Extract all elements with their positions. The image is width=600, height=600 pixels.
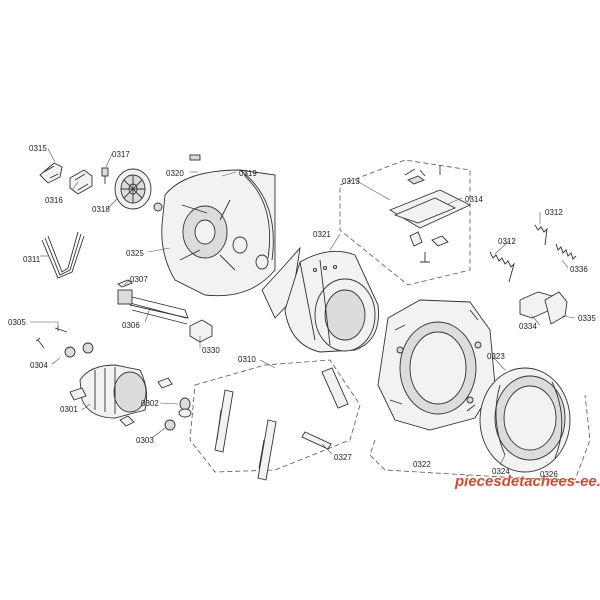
label-0306: 0306: [122, 321, 140, 330]
label-0325: 0325: [126, 249, 144, 258]
label-0313: 0313: [342, 177, 360, 186]
label-0314: 0314: [465, 195, 483, 204]
drum-0321-part: [261, 246, 379, 353]
label-0312-left: 0312: [498, 237, 516, 246]
label-0301: 0301: [60, 405, 78, 414]
outline-group-0322: [369, 394, 591, 481]
rear-tub-0319-part: [153, 154, 276, 297]
watermark-text: piecesdetachees-ee.com: [454, 473, 600, 490]
label-0316: 0316: [45, 196, 63, 205]
label-0336: 0336: [570, 265, 588, 274]
pulley-0318-part: [114, 168, 152, 210]
motor-0301-part: [64, 342, 173, 427]
screw-0317-part: [101, 167, 109, 184]
outline-group-0313: [339, 159, 471, 286]
leader-lines: [30, 148, 576, 466]
springs-0312-0336-part: [489, 224, 577, 283]
bracket-0330-part: [189, 319, 213, 343]
label-0335: 0335: [578, 314, 596, 323]
label-0311: 0311: [23, 255, 41, 264]
group-outlines: [189, 159, 591, 481]
sensor-0307-part: [117, 279, 133, 288]
top-assembly-0314-part: [388, 165, 472, 263]
label-0315: 0315: [29, 144, 47, 153]
label-0302: 0302: [141, 399, 159, 408]
label-0324: 0324: [492, 467, 510, 476]
label-0303: 0303: [136, 436, 154, 445]
front-tub-0322-part: [377, 299, 496, 431]
parts-0334-0335-part: [519, 291, 568, 325]
label-0321: 0321: [313, 230, 331, 239]
label-0319: 0319: [239, 169, 257, 178]
shock-absorbers-0310-part: [214, 367, 349, 481]
bracket-0315-part: [39, 162, 63, 184]
label-0317: 0317: [112, 150, 130, 159]
label-0323: 0323: [487, 352, 505, 361]
door-seal-0323-part: [479, 367, 571, 473]
label-0322: 0322: [413, 460, 431, 469]
belt-0311-part: [41, 231, 85, 279]
label-0330: 0330: [202, 346, 220, 355]
outline-group-0310: [189, 359, 361, 473]
label-0305: 0305: [8, 318, 26, 327]
heater-0306-part: [117, 289, 189, 325]
motor-parts-0302-0303-part: [164, 397, 192, 431]
label-0327: 0327: [334, 453, 352, 462]
label-0307: 0307: [130, 275, 148, 284]
screws-0305-0304-part: [35, 326, 68, 349]
clamp-0316-part: [69, 169, 93, 195]
label-0320: 0320: [166, 169, 184, 178]
label-0310: 0310: [238, 355, 256, 364]
label-0334: 0334: [519, 322, 537, 331]
label-0318: 0318: [92, 205, 110, 214]
part-labels: 0315 0316 0317 0318 0320 0319 0313 0314 …: [8, 144, 596, 479]
label-0304: 0304: [30, 361, 48, 370]
label-0312-right: 0312: [545, 208, 563, 217]
label-0326: 0326: [540, 470, 558, 479]
